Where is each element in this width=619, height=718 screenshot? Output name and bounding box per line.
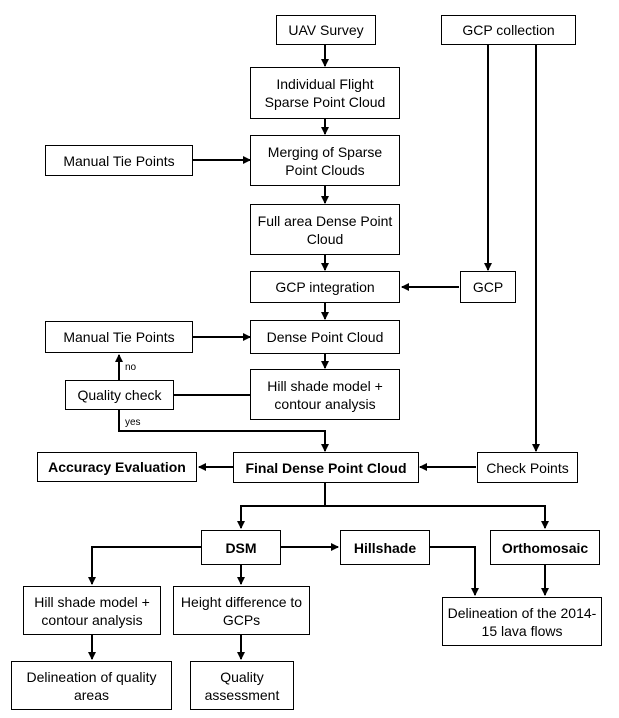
node-gcp: GCP xyxy=(460,271,516,303)
node-merging-sparse: Merging of Sparse Point Clouds xyxy=(250,135,400,186)
node-final-dense-point-cloud: Final Dense Point Cloud xyxy=(233,452,419,483)
arrow-quality-yes xyxy=(118,410,329,452)
node-manual-tie-points-2: Manual Tie Points xyxy=(45,321,193,353)
edge-label-yes: yes xyxy=(125,417,141,428)
arrow-hillshade-to-delineation-lava xyxy=(430,546,479,596)
node-full-area-dense: Full area Dense Point Cloud xyxy=(250,204,400,255)
node-manual-tie-points-1: Manual Tie Points xyxy=(45,145,193,176)
node-hill-shade-contour-2: Hill shade model + contour analysis xyxy=(23,586,161,635)
node-quality-check: Quality check xyxy=(65,380,174,410)
node-orthomosaic: Orthomosaic xyxy=(490,530,600,565)
node-hillshade: Hillshade xyxy=(340,530,430,565)
node-check-points: Check Points xyxy=(477,452,578,483)
node-gcp-collection: GCP collection xyxy=(441,15,576,45)
node-quality-assessment: Quality assessment xyxy=(190,661,294,710)
node-hill-shade-contour-1: Hill shade model + contour analysis xyxy=(250,369,400,420)
arrow-final-to-ortho xyxy=(325,505,549,529)
edge-label-no: no xyxy=(125,362,137,373)
node-uav-survey: UAV Survey xyxy=(276,15,376,45)
node-dsm: DSM xyxy=(201,530,281,565)
node-individual-flight-sparse: Individual Flight Sparse Point Cloud xyxy=(250,67,400,119)
node-gcp-integration: GCP integration xyxy=(250,271,400,303)
node-delineation-quality-areas: Delineation of quality areas xyxy=(11,661,172,710)
arrow-dsm-to-hillcontour2 xyxy=(88,546,201,585)
node-delineation-lava-flows: Delineation of the 2014-15 lava flows xyxy=(442,597,602,646)
node-dense-point-cloud: Dense Point Cloud xyxy=(250,320,400,354)
arrow-final-to-dsm xyxy=(237,483,326,529)
node-accuracy-evaluation: Accuracy Evaluation xyxy=(37,452,197,482)
node-height-difference: Height difference to GCPs xyxy=(173,586,310,635)
